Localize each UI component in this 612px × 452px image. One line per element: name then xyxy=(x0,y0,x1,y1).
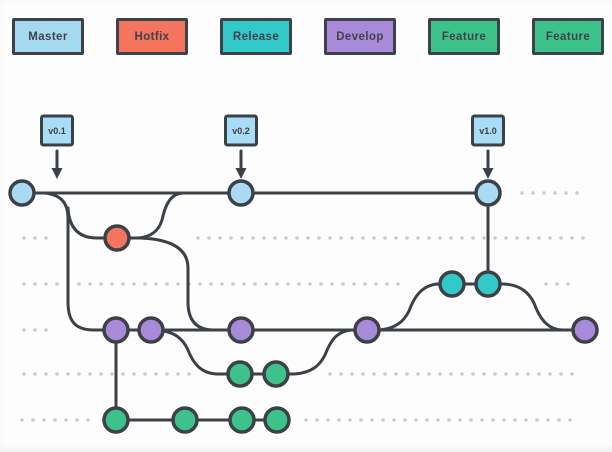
legend-item-label: Develop xyxy=(336,30,384,43)
feature-2-commit xyxy=(228,406,256,434)
master-commit xyxy=(227,179,255,207)
legend-item-feature-5: Feature xyxy=(532,18,604,55)
feature-2-lane-dots xyxy=(20,418,572,422)
merge-hotfix-to-master xyxy=(136,191,186,240)
merge-hotfix-to-develop xyxy=(138,236,216,332)
feature-2-commit xyxy=(102,406,130,434)
release-commit xyxy=(438,270,466,298)
legend-item-label: Feature xyxy=(441,30,487,43)
release-lane-dots xyxy=(22,282,570,286)
version-tag-label: v1.0 xyxy=(479,126,497,136)
version-tag-box xyxy=(224,114,258,147)
release-commit xyxy=(474,270,502,298)
branch-master-to-develop xyxy=(43,191,118,332)
version-tag-box xyxy=(471,114,505,147)
tag-arrow-head-icon xyxy=(482,168,494,179)
legend-item-hotfix-1: Hotfix xyxy=(116,18,188,55)
legend-item-label: Hotfix xyxy=(134,30,170,43)
master-commit xyxy=(474,179,502,207)
legend-item-label: Release xyxy=(232,30,280,43)
branch-develop-to-feature-1 xyxy=(153,328,220,376)
version-tag-label: v0.2 xyxy=(232,126,250,136)
legend-item-master-0: Master xyxy=(12,18,84,55)
legend-item-label: Master xyxy=(28,30,68,43)
tag-arrow-head-icon xyxy=(51,168,63,179)
version-tag-v0.1: v0.1 xyxy=(40,114,74,179)
develop-commit xyxy=(571,316,599,344)
master-commit xyxy=(8,179,36,207)
version-tag-v0.2: v0.2 xyxy=(224,114,258,179)
version-tag-v1.0: v1.0 xyxy=(471,114,505,179)
develop-commit xyxy=(353,316,381,344)
legend-item-release-2: Release xyxy=(220,18,292,55)
develop-commit xyxy=(102,316,130,344)
version-tag-box xyxy=(40,114,74,147)
legend-item-feature-4: Feature xyxy=(428,18,500,55)
legend-item-label: Feature xyxy=(545,30,591,43)
merge-feature-1-to-develop xyxy=(292,328,354,376)
develop-lane-dots xyxy=(22,328,48,332)
merge-release-to-develop xyxy=(502,282,565,332)
feature-2-commit xyxy=(171,406,199,434)
branch-develop-to-release xyxy=(376,282,440,332)
master-lane-dots xyxy=(520,191,579,195)
develop-commit xyxy=(137,316,165,344)
feature-1-lane-dots xyxy=(22,372,574,376)
feature-2-commit xyxy=(263,406,291,434)
version-tag-label: v0.1 xyxy=(48,126,66,136)
tag-arrow-head-icon xyxy=(235,168,247,179)
feature-1-commit xyxy=(262,360,290,388)
develop-commit xyxy=(227,316,255,344)
legend-item-develop-3: Develop xyxy=(324,18,396,55)
hotfix-lane-dots xyxy=(22,236,585,240)
feature-1-commit xyxy=(226,360,254,388)
hotfix-commit xyxy=(103,224,131,252)
